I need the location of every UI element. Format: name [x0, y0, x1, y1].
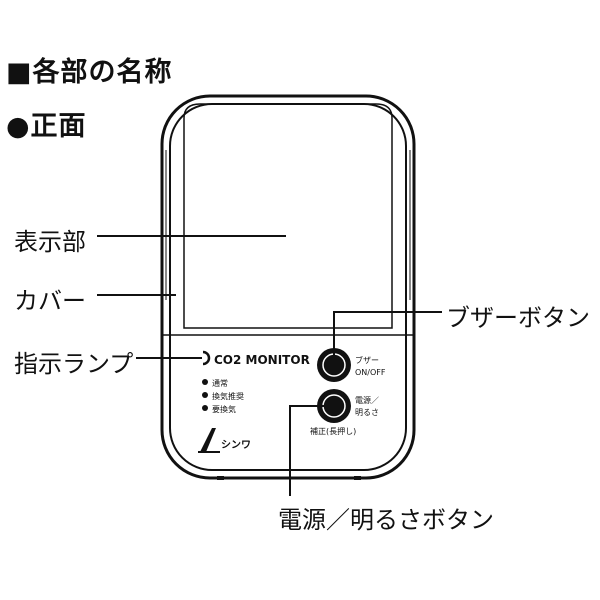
- section-heading: ■各部の名称: [6, 57, 173, 88]
- device-outer-body: [160, 94, 416, 480]
- callout-buzzer-button: ブザーボタン: [446, 304, 590, 332]
- power-leader-line: [289, 405, 334, 496]
- power-button-label-2: 明るさ: [355, 408, 379, 417]
- brand-name: シンワ: [221, 439, 251, 451]
- model-name: CO2 MONITOR: [214, 353, 310, 367]
- legend-item-required: 要換気: [212, 404, 236, 414]
- buzzer-button-label-1: ブザー: [355, 355, 379, 365]
- legend-item-normal: 通常: [212, 378, 228, 388]
- indicator-lamp-icon: [202, 350, 211, 366]
- display-area: [183, 103, 393, 329]
- callout-cover: カバー: [14, 287, 86, 315]
- calibration-label: 補正(長押し): [310, 426, 356, 436]
- callout-display: 表示部: [14, 228, 86, 256]
- front-view-subheading: ●正面: [6, 111, 87, 142]
- buzzer-leader-line: [333, 311, 442, 365]
- callout-indicator-lamp: 指示ランプ: [14, 350, 134, 378]
- power-button-label-1: 電源／: [355, 396, 379, 405]
- legend-item-recommended: 換気推奨: [212, 391, 244, 401]
- callout-power-button: 電源／明るさボタン: [278, 506, 494, 534]
- buzzer-button-label-2: ON/OFF: [355, 368, 386, 377]
- brand-logo: シンワ: [198, 428, 251, 453]
